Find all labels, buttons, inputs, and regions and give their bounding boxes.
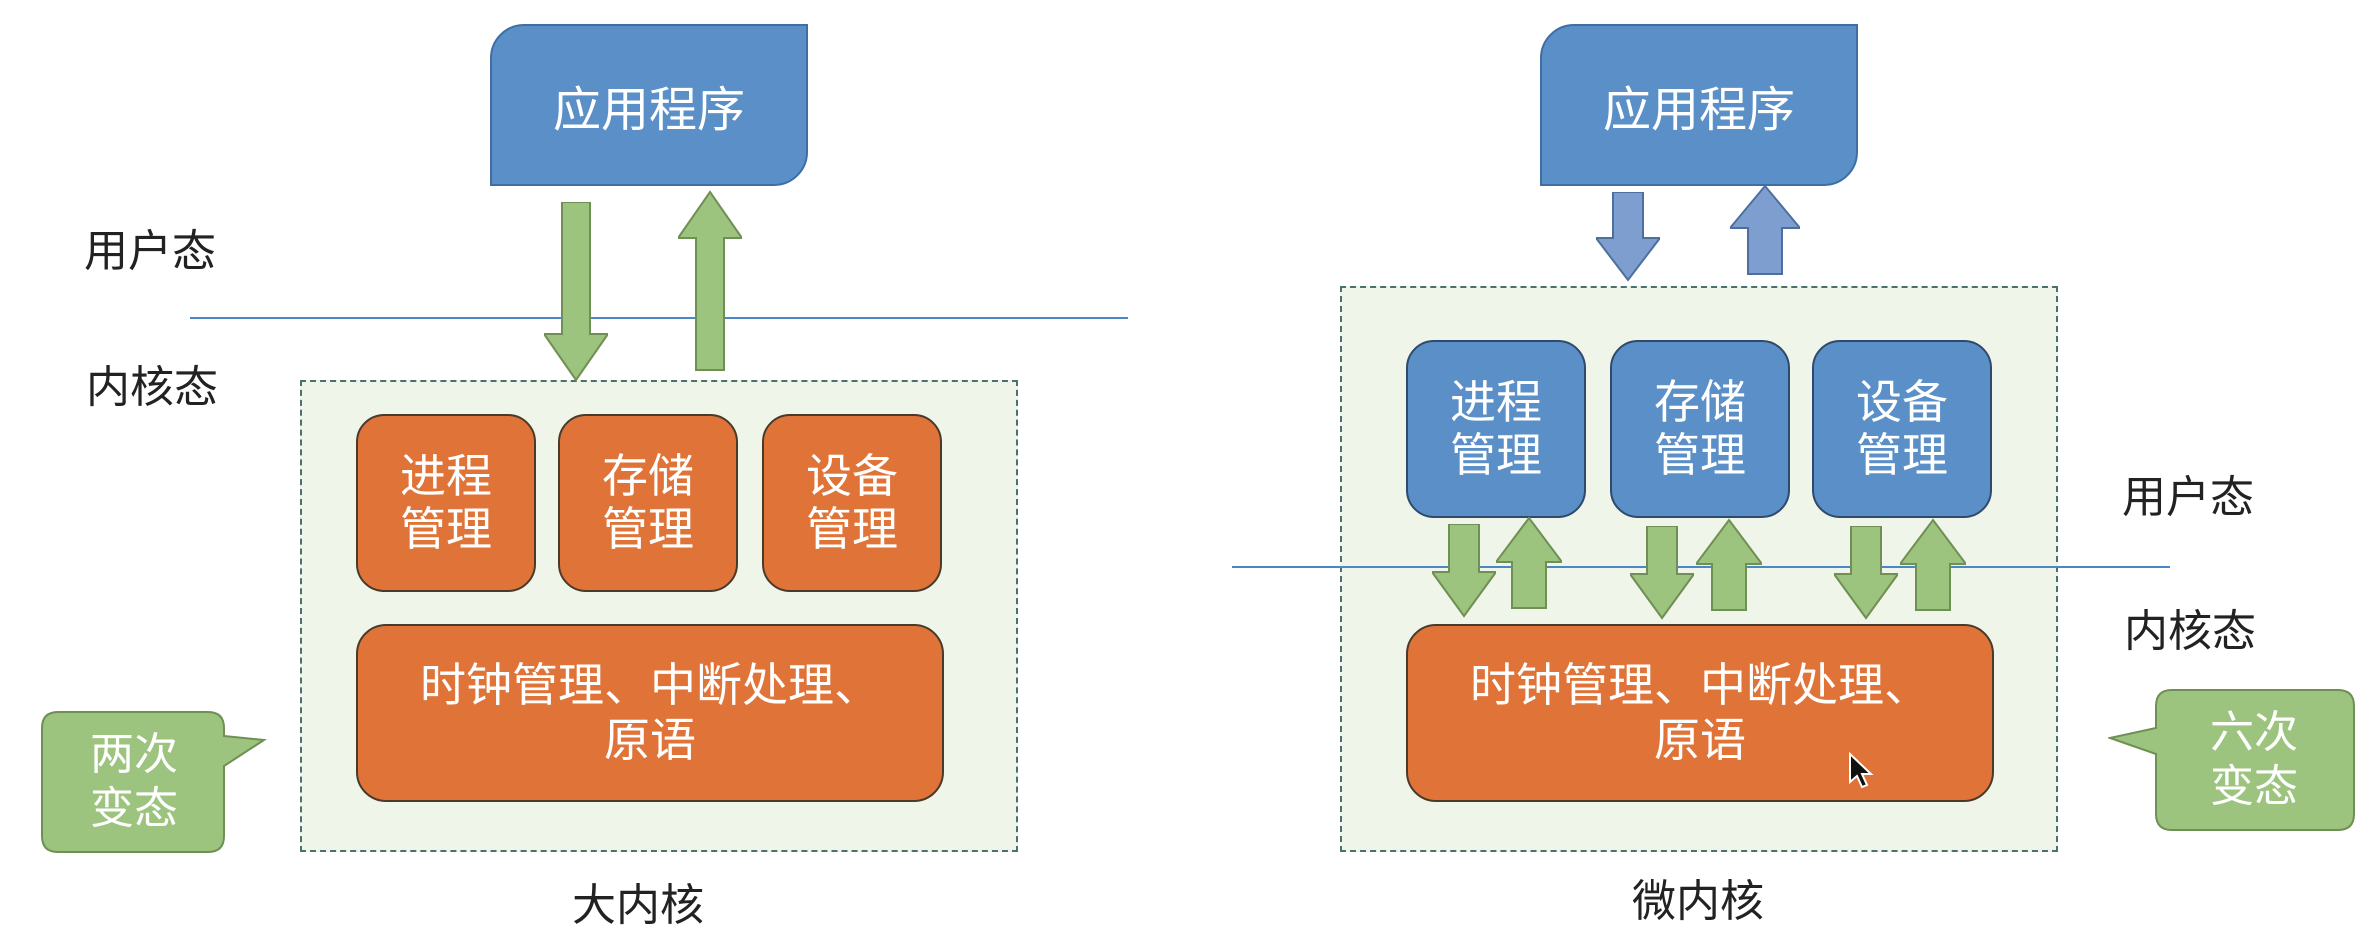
- right-kernel-mode-label: 内核态: [2124, 606, 2256, 657]
- mouse-cursor-icon: [1849, 752, 1874, 789]
- left-device-management-module: 设备 管理: [762, 414, 942, 592]
- right-kernel-base-module: 时钟管理、中断处理、 原语: [1406, 624, 1994, 802]
- right-application-label: 应用程序: [1602, 82, 1795, 138]
- right-process-line1: 进程: [1450, 375, 1542, 430]
- left-callout-line1: 两次: [90, 729, 178, 780]
- right-process-line2: 管理: [1450, 428, 1542, 482]
- right-process-down-arrow-icon: [1432, 524, 1496, 618]
- left-down-arrow-icon: [544, 202, 608, 382]
- right-device-up-arrow-icon: [1900, 518, 1966, 611]
- left-device-line2: 管理: [806, 502, 898, 556]
- right-storage-down-arrow-icon: [1630, 526, 1694, 620]
- left-base-line1: 时钟管理、中断处理、: [420, 657, 880, 712]
- right-callout-bubble: [2108, 689, 2355, 831]
- left-callout-text: 两次 变态: [42, 728, 226, 835]
- right-mode-divider: [1232, 566, 2170, 568]
- right-base-line1: 时钟管理、中断处理、: [1470, 657, 1930, 712]
- right-storage-up-arrow-icon: [1696, 518, 1762, 611]
- left-process-management-module: 进程 管理: [356, 414, 536, 592]
- right-base-line2: 原语: [1654, 713, 1746, 767]
- left-base-line2: 原语: [604, 713, 696, 767]
- left-callout-bubble: [41, 711, 267, 853]
- left-device-line1: 设备: [806, 449, 898, 504]
- right-storage-management-module: 存储 管理: [1610, 340, 1790, 518]
- left-user-mode-label: 用户态: [84, 226, 216, 277]
- left-kernel-mode-label: 内核态: [86, 362, 218, 413]
- right-application-box: 应用程序: [1540, 24, 1858, 186]
- left-callout-line2: 变态: [90, 782, 178, 834]
- right-storage-line2: 管理: [1654, 428, 1746, 482]
- left-storage-management-module: 存储 管理: [558, 414, 738, 592]
- left-caption: 大内核: [572, 880, 704, 931]
- right-callout-text: 六次 变态: [2156, 706, 2352, 813]
- left-kernel-base-module: 时钟管理、中断处理、 原语: [356, 624, 944, 802]
- left-storage-line1: 存储: [602, 449, 694, 504]
- left-up-arrow-icon: [678, 190, 742, 371]
- left-application-label: 应用程序: [552, 82, 745, 138]
- right-device-line1: 设备: [1856, 375, 1948, 430]
- right-device-down-arrow-icon: [1834, 526, 1898, 620]
- left-mode-divider: [190, 317, 1128, 319]
- left-process-line2: 管理: [400, 502, 492, 556]
- right-storage-line1: 存储: [1654, 375, 1746, 430]
- right-process-management-module: 进程 管理: [1406, 340, 1586, 518]
- right-device-line2: 管理: [1856, 428, 1948, 482]
- left-process-line1: 进程: [400, 449, 492, 504]
- right-down-arrow-icon: [1596, 192, 1660, 282]
- right-callout-line1: 六次: [2210, 707, 2298, 758]
- right-user-mode-label: 用户态: [2122, 472, 2254, 523]
- right-up-arrow-icon: [1730, 184, 1800, 275]
- left-application-box: 应用程序: [490, 24, 808, 186]
- right-process-up-arrow-icon: [1496, 516, 1562, 609]
- right-caption: 微内核: [1632, 876, 1764, 927]
- right-callout-line2: 变态: [2210, 760, 2298, 812]
- left-storage-line2: 管理: [602, 502, 694, 556]
- right-device-management-module: 设备 管理: [1812, 340, 1992, 518]
